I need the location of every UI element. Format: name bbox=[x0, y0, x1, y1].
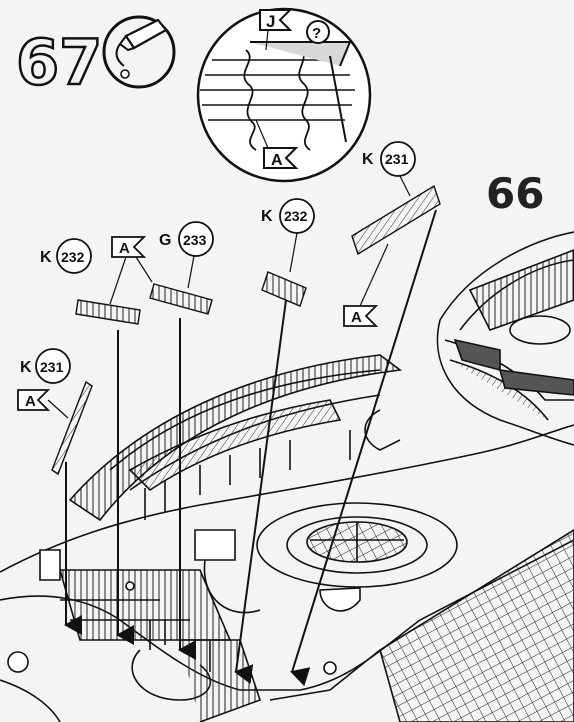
glue-tube-icon bbox=[102, 15, 176, 89]
part-flag-a: A bbox=[255, 119, 299, 169]
step-number-current: 67 bbox=[16, 26, 102, 99]
part-letter: G bbox=[159, 232, 171, 249]
detail-callout: J ? A bbox=[196, 7, 372, 183]
part-number: 231 bbox=[385, 151, 409, 167]
railing-part-k232-right bbox=[261, 271, 307, 307]
part-letter: K bbox=[261, 208, 273, 225]
part-letter: K bbox=[362, 151, 374, 168]
assembly-arrows bbox=[64, 209, 437, 687]
railing-part-k231-left bbox=[51, 380, 93, 476]
part-label-k232-left: K 232 bbox=[40, 238, 92, 274]
part-label-k231-left: K 231 A bbox=[17, 348, 71, 419]
roof-panel bbox=[379, 529, 574, 722]
help-icon: ? bbox=[306, 20, 330, 44]
part-number: 232 bbox=[61, 249, 85, 265]
part-letter: K bbox=[40, 249, 52, 266]
stadium-model bbox=[0, 231, 574, 722]
part-label-k231-right: K 231 A bbox=[343, 141, 416, 327]
railing-part-k231-right bbox=[351, 184, 441, 256]
part-flag-a-left: A bbox=[109, 236, 153, 305]
step-number-previous: 66 bbox=[486, 169, 544, 218]
railing-part-g233 bbox=[149, 283, 213, 315]
railing-part-k232-left bbox=[75, 299, 141, 325]
help-symbol: ? bbox=[312, 25, 321, 42]
part-flag: A bbox=[119, 240, 130, 257]
flag-letter: A bbox=[271, 152, 283, 169]
part-number: 232 bbox=[284, 208, 308, 224]
part-flag: A bbox=[25, 393, 36, 410]
part-label-g233: G 233 bbox=[159, 221, 214, 289]
part-label-k232-right: K 232 bbox=[261, 198, 315, 273]
part-number: 231 bbox=[40, 359, 64, 375]
part-letter: K bbox=[20, 359, 32, 376]
flag-letter: J bbox=[266, 12, 275, 31]
dome bbox=[256, 502, 458, 588]
part-flag: A bbox=[351, 309, 362, 326]
callout-rail-detail bbox=[200, 41, 355, 151]
part-number: 233 bbox=[183, 232, 207, 248]
part-flag-j: J bbox=[259, 9, 293, 51]
